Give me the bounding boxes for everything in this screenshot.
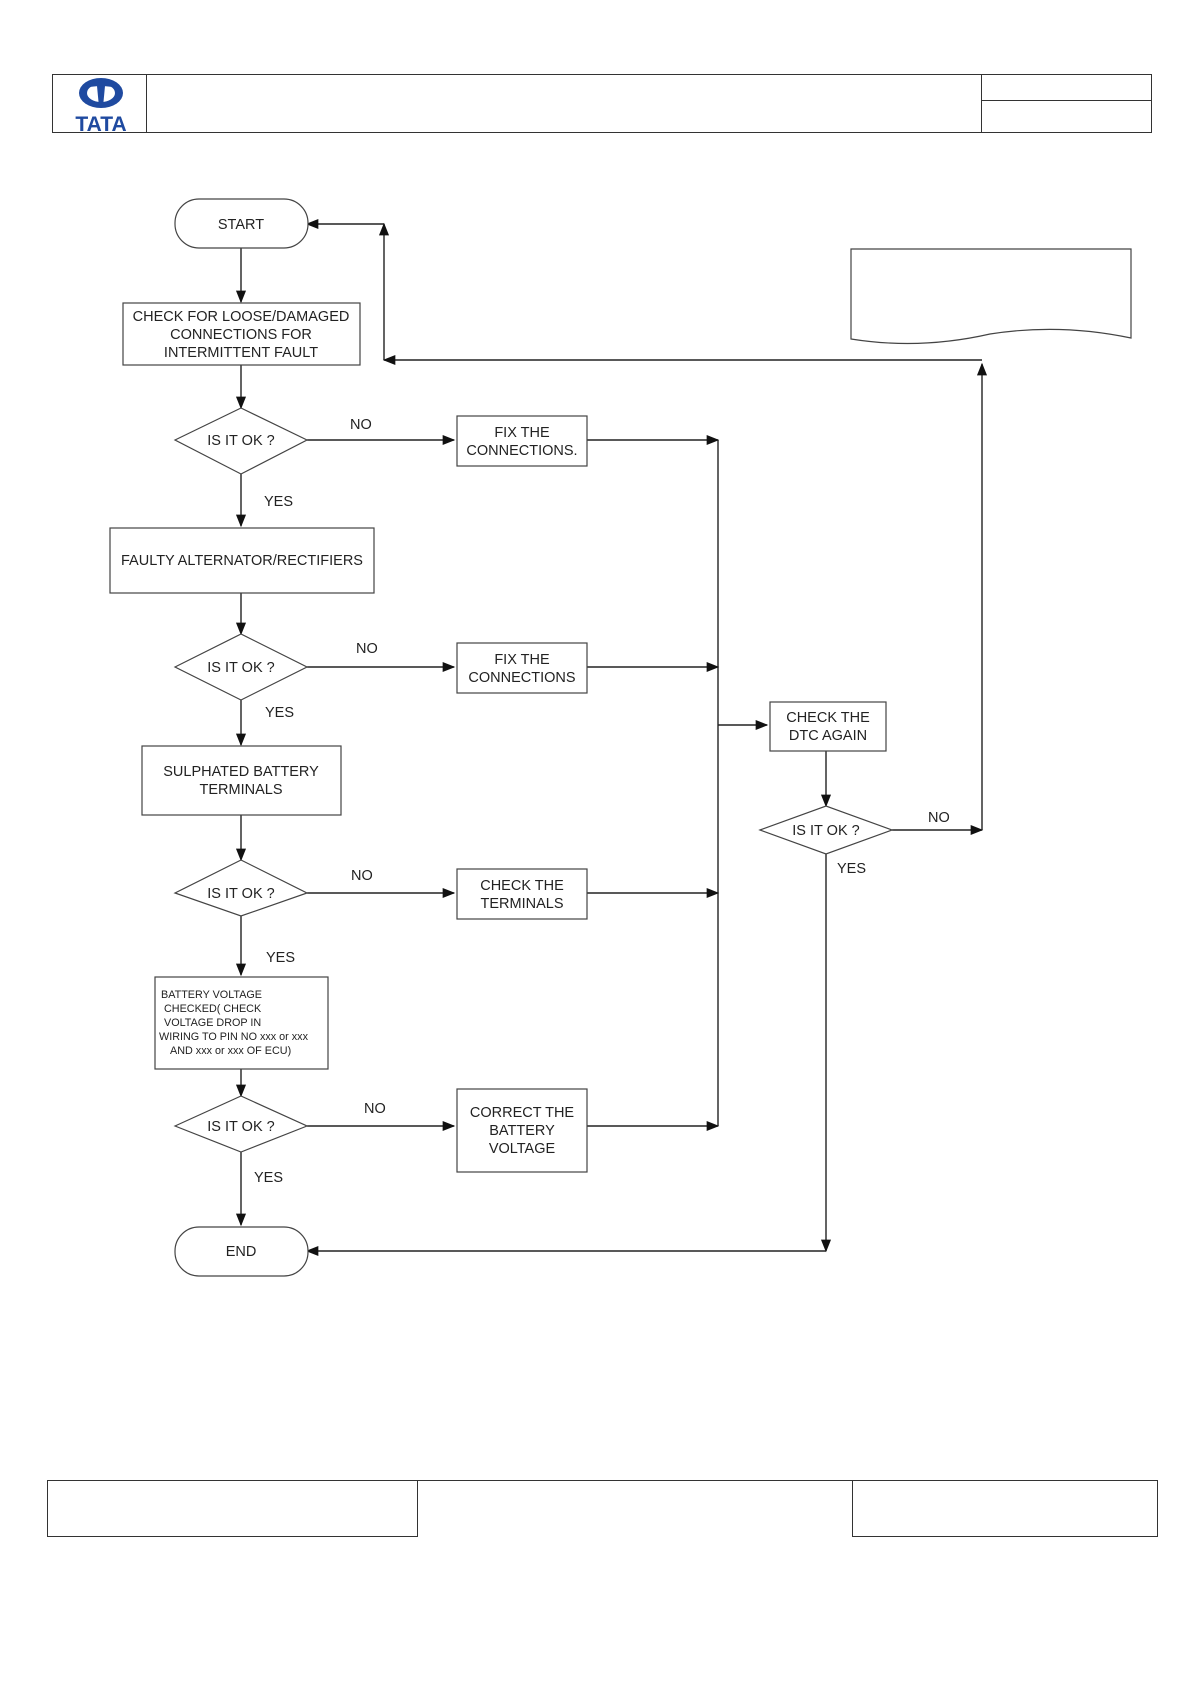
correct-line-1: CORRECT THE [470, 1105, 575, 1121]
footer-left-box [47, 1480, 418, 1537]
correct-line-3: VOLTAGE [489, 1141, 556, 1157]
connectors [235, 218, 988, 1257]
decision-1 [173, 407, 309, 475]
tata-logo: TATA [60, 76, 142, 136]
logo-wordmark: TATA [75, 113, 127, 136]
footer-top-line [418, 1480, 852, 1481]
sulphated-terminals-box [141, 745, 342, 816]
sulphated-line-1: SULPHATED BATTERY [163, 764, 319, 780]
check-loose-connections-box [122, 302, 361, 366]
end-terminator [174, 1226, 309, 1277]
document-shape [850, 248, 1132, 345]
d4-no-label: NO [364, 1101, 386, 1117]
svg-text:VOLTAGE: VOLTAGE [489, 1141, 556, 1157]
svg-text:CONNECTIONS: CONNECTIONS [468, 670, 575, 686]
d4-yes-label: YES [254, 1170, 283, 1186]
dtc-line-1: CHECK THE [786, 710, 870, 726]
decision-5 [758, 805, 894, 855]
d5-yes-label: YES [837, 861, 866, 877]
svg-text:CONNECTIONS.: CONNECTIONS. [466, 443, 577, 459]
fix2-line-2: CONNECTIONS [468, 670, 575, 686]
tata-emblem-icon [79, 78, 123, 108]
svg-text:BATTERY: BATTERY [489, 1123, 555, 1139]
end-label: END [226, 1244, 257, 1260]
check-terminals-line-1: CHECK THE [480, 878, 564, 894]
fix-connections-box-1 [456, 415, 588, 467]
decision-1-label: IS IT OK ? [207, 433, 274, 449]
d1-yes-label: YES [264, 494, 293, 510]
d3-no-label: NO [351, 868, 373, 884]
fix-connections-box-2 [456, 642, 588, 694]
battery-line-1: BATTERY VOLTAGE [161, 989, 262, 1001]
decision-5-label: IS IT OK ? [792, 823, 859, 839]
svg-text:INTERMITTENT FAULT: INTERMITTENT FAULT [164, 345, 318, 361]
decision-3-label: IS IT OK ? [207, 886, 274, 902]
d5-no-label: NO [928, 810, 950, 826]
sulphated-line-2: TERMINALS [200, 782, 283, 798]
svg-text:CHECK THE: CHECK THE [786, 710, 870, 726]
decision-4-label: IS IT OK ? [207, 1119, 274, 1135]
svg-text:CHECK FOR LOOSE/DAMAGED: CHECK FOR LOOSE/DAMAGED [133, 309, 350, 325]
svg-text:DTC AGAIN: DTC AGAIN [789, 728, 867, 744]
decision-2 [173, 633, 309, 701]
svg-text:TERMINALS: TERMINALS [481, 896, 564, 912]
svg-text:CHECKED( CHECK: CHECKED( CHECK [164, 1003, 262, 1015]
check-dtc-box [769, 701, 887, 752]
check-terminals-line-2: TERMINALS [481, 896, 564, 912]
svg-text:FIX THE: FIX THE [494, 652, 550, 668]
start-terminator [174, 198, 309, 249]
battery-line-2: CHECKED( CHECK [164, 1003, 262, 1015]
battery-line-3: VOLTAGE DROP IN [164, 1017, 261, 1029]
battery-line-5: AND xxx or xxx OF ECU) [170, 1045, 291, 1057]
correct-line-2: BATTERY [489, 1123, 555, 1139]
svg-text:TERMINALS: TERMINALS [200, 782, 283, 798]
svg-text:FIX THE: FIX THE [494, 425, 550, 441]
svg-text:VOLTAGE DROP IN: VOLTAGE DROP IN [164, 1017, 261, 1029]
battery-line-4: WIRING TO PIN NO xxx or xxx [159, 1031, 309, 1043]
check-loose-line-2: CONNECTIONS FOR [170, 327, 312, 343]
faulty-alternator-label: FAULTY ALTERNATOR/RECTIFIERS [121, 553, 363, 569]
faulty-alternator-box [109, 527, 375, 594]
dtc-line-2: DTC AGAIN [789, 728, 867, 744]
header-right-divider [981, 74, 982, 133]
svg-text:CONNECTIONS FOR: CONNECTIONS FOR [170, 327, 312, 343]
svg-text:AND xxx or xxx OF ECU): AND xxx or xxx OF ECU) [170, 1045, 291, 1057]
svg-text:SULPHATED BATTERY: SULPHATED BATTERY [163, 764, 319, 780]
decision-3 [173, 859, 309, 917]
fix2-line-1: FIX THE [494, 652, 550, 668]
d2-yes-label: YES [265, 705, 294, 721]
d2-no-label: NO [356, 641, 378, 657]
check-loose-line-3: INTERMITTENT FAULT [164, 345, 318, 361]
decision-2-label: IS IT OK ? [207, 660, 274, 676]
header-frame [52, 74, 1152, 133]
svg-text:CORRECT THE: CORRECT THE [470, 1105, 575, 1121]
svg-text:WIRING TO PIN NO xxx or xxx: WIRING TO PIN NO xxx or xxx [159, 1031, 309, 1043]
d1-no-label: NO [350, 417, 372, 433]
start-label: START [218, 217, 264, 233]
check-loose-line-1: CHECK FOR LOOSE/DAMAGED [133, 309, 350, 325]
header-logo-divider [146, 74, 147, 133]
battery-voltage-box [154, 976, 329, 1070]
d3-yes-label: YES [266, 950, 295, 966]
svg-text:BATTERY VOLTAGE: BATTERY VOLTAGE [161, 989, 262, 1001]
header-right-split [981, 100, 1152, 101]
fix1-line-1: FIX THE [494, 425, 550, 441]
check-terminals-box [456, 868, 588, 920]
fix1-line-2: CONNECTIONS. [466, 443, 577, 459]
decision-4 [173, 1095, 309, 1153]
footer-right-box [852, 1480, 1158, 1537]
svg-text:CHECK THE: CHECK THE [480, 878, 564, 894]
correct-voltage-box [456, 1088, 588, 1173]
